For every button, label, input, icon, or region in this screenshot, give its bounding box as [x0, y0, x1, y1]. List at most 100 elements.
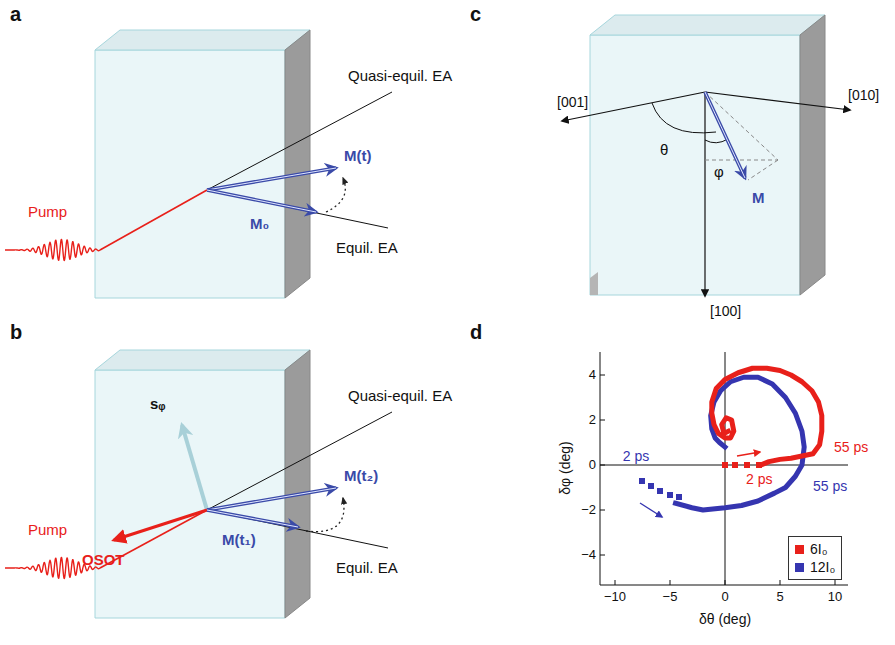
tick-label: 10 [828, 590, 842, 604]
magnetization-arrow [207, 190, 316, 212]
precession-path [306, 498, 344, 532]
drawing-part [657, 488, 663, 494]
crystal-slab [590, 15, 825, 295]
panel-letter: c [470, 3, 481, 25]
tick-label: −5 [663, 590, 678, 604]
drawing-part [600, 420, 605, 421]
panel-letter: d [470, 321, 482, 343]
axis-title: δθ (deg) [699, 612, 751, 627]
axis-label: Quasi-equil. EA [348, 68, 452, 85]
crystal-slab [95, 350, 310, 618]
drawing-part [676, 494, 682, 500]
axis-label: [100] [710, 304, 741, 319]
drawing-part [590, 15, 825, 35]
drawing-part [95, 50, 285, 298]
precession-path [326, 178, 345, 212]
axis-label: Equil. EA [336, 240, 398, 257]
axis-label: [010] [848, 88, 879, 103]
drawing-part [600, 465, 605, 466]
legend-text: 12I₀ [810, 558, 835, 576]
drawing-part [615, 580, 616, 585]
time-label: 2 ps [746, 472, 772, 487]
magnetization-arrow [207, 510, 298, 527]
drawing-part [600, 510, 605, 511]
angle-label: φ [714, 164, 724, 181]
axis-label: Quasi-equil. EA [348, 388, 452, 405]
magnetization-arrow [207, 488, 336, 510]
drawing-part [722, 462, 728, 468]
drawing-part [704, 92, 705, 296]
easy-axis-line [207, 412, 392, 510]
drawing-part [744, 462, 750, 468]
drawing-part [732, 462, 738, 468]
magnetization-arrow [207, 168, 336, 190]
drawing-part [705, 92, 850, 110]
torque-arrow [114, 510, 207, 540]
tick-label: 2 [589, 413, 596, 427]
magnetization-arrow [207, 510, 298, 527]
vector-label: M(t₁) [222, 532, 256, 549]
magnetization-arrow [207, 168, 336, 190]
legend-row: 12I₀ [795, 558, 835, 576]
drawing-part [95, 350, 310, 370]
legend-text: 6I₀ [810, 540, 828, 558]
drawing-part [600, 352, 601, 585]
drawing-part [648, 483, 654, 489]
pump-pulse [5, 239, 100, 260]
angle-label: θ [660, 142, 668, 159]
magnetization-arrow [207, 190, 316, 212]
legend-swatch [795, 545, 804, 554]
legend: 6I₀12I₀ [788, 536, 842, 580]
time-label: 55 ps [813, 479, 847, 494]
crystal-slab [95, 30, 310, 298]
tick-label: −2 [581, 503, 596, 517]
axis-label: [001] [557, 95, 588, 110]
drawing-part [705, 92, 745, 178]
magnetization-arrow [207, 488, 336, 510]
drawing-part [639, 478, 645, 484]
tick-label: 0 [721, 590, 728, 604]
drawing-part [748, 160, 778, 180]
legend-swatch [795, 563, 804, 572]
drawing-part [725, 580, 726, 585]
drawing-part [285, 350, 310, 618]
legend-row: 6I₀ [795, 540, 835, 558]
drawing-part [590, 35, 800, 295]
vector-label: M₀ [250, 216, 269, 233]
drawing-part [737, 452, 760, 456]
easy-axis-line [207, 510, 388, 548]
vector-label: M [752, 190, 765, 207]
drawing-part [712, 368, 822, 464]
drawing-part [590, 272, 598, 295]
drawing-part [600, 375, 605, 376]
tick-label: 0 [589, 458, 596, 472]
torque-label: OSOT [82, 552, 125, 569]
pump-wave [5, 239, 100, 260]
drawing-part [95, 370, 285, 618]
drawing-part [285, 30, 310, 298]
drawing-part [705, 139, 728, 143]
drawing-part [667, 492, 673, 498]
drawing-part [705, 92, 778, 160]
vector-label: M(t₂) [344, 468, 378, 485]
drawing-part [756, 462, 762, 468]
trajectory-curves [676, 368, 822, 510]
beam-label: Pump [28, 522, 67, 539]
time-label: 55 ps [834, 440, 868, 455]
drawing-part [800, 15, 825, 295]
data-markers [639, 452, 762, 517]
magnetization-arrow [705, 92, 745, 178]
vector-label: sᵩ [150, 396, 166, 413]
drawing-part [676, 377, 805, 510]
plot-axes [600, 352, 848, 585]
panel-letter: b [10, 321, 22, 343]
drawing-part [95, 30, 310, 50]
time-label: 2 ps [623, 449, 649, 464]
beam-label: Pump [28, 204, 67, 221]
drawing-part [600, 555, 605, 556]
drawing-part [780, 580, 781, 585]
drawing-part [652, 103, 716, 133]
panel-letter: a [10, 3, 21, 25]
